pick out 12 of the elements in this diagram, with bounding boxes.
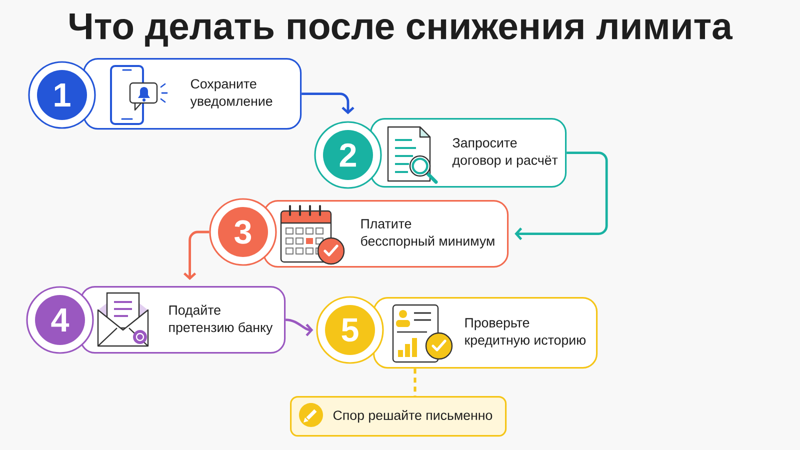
arrow bbox=[514, 152, 608, 240]
node-label: 3 bbox=[234, 220, 252, 244]
node-label: 5 bbox=[342, 318, 358, 342]
node-label: 1 bbox=[54, 84, 70, 106]
arrow bbox=[286, 318, 314, 336]
title: Что делать после снижения лимита bbox=[70, 13, 733, 47]
node-label: 4 bbox=[51, 308, 70, 332]
arrow bbox=[302, 92, 354, 114]
arrow bbox=[184, 230, 210, 280]
dashed-line bbox=[414, 368, 416, 396]
node-label: 2 bbox=[340, 143, 356, 167]
note-box: Спор решайте письменно bbox=[290, 396, 507, 437]
